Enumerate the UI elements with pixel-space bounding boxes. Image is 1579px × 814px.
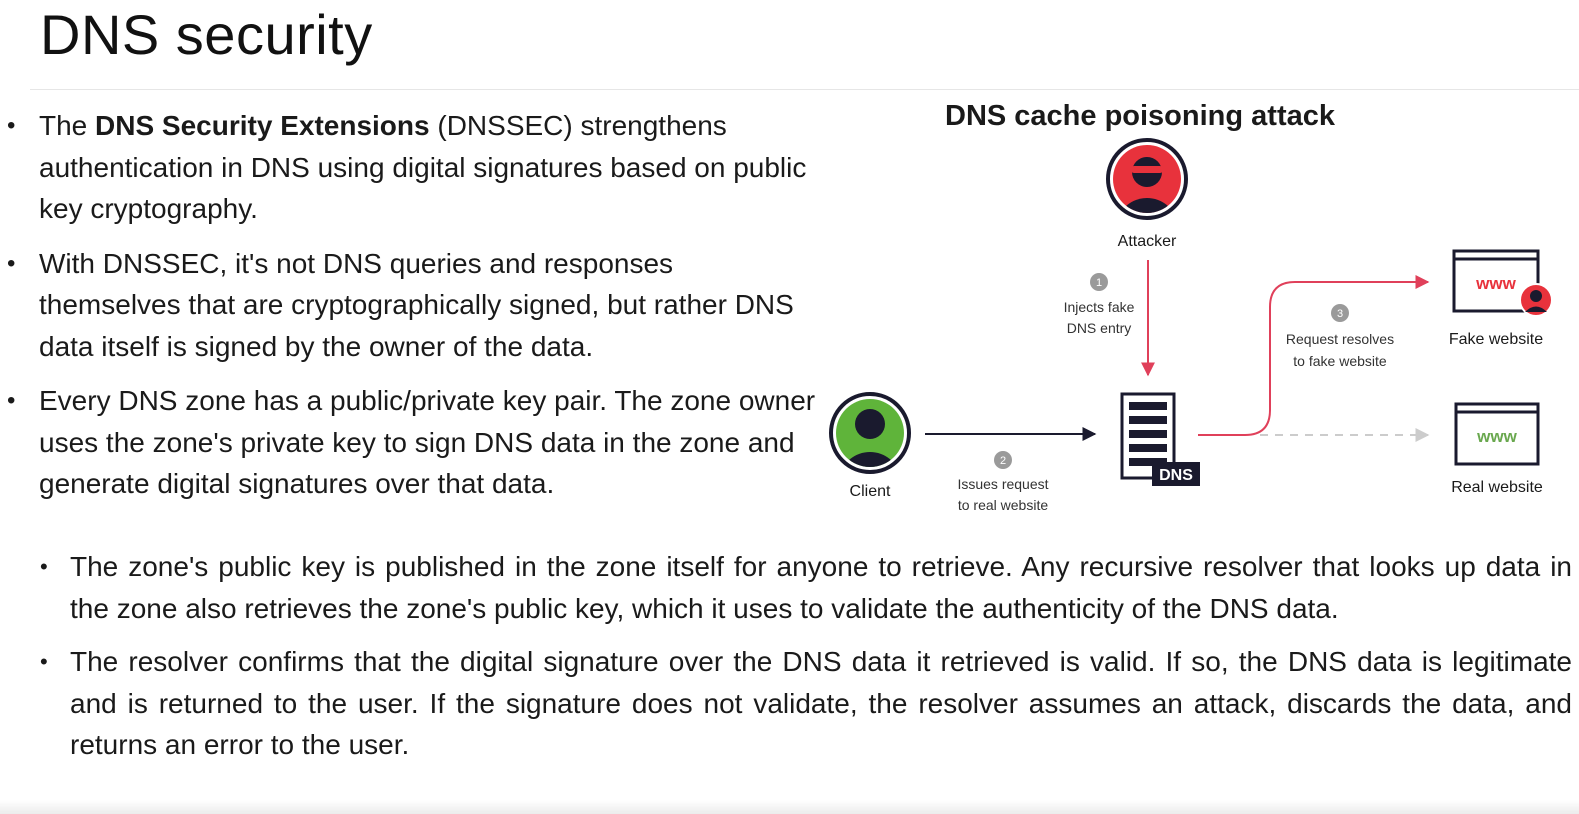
server-stack-icon	[1120, 392, 1200, 486]
dns-server-label: DNS	[1159, 467, 1193, 484]
dns-cache-poisoning-diagram: DNS cache poisoning attack Attacker 1 In…	[829, 100, 1553, 513]
step-3-badge	[1331, 304, 1349, 322]
diagram-title: DNS cache poisoning attack	[945, 100, 1336, 132]
bullet-text-lead: The	[39, 110, 96, 141]
step-3-line2: to fake website	[1293, 353, 1387, 369]
bullet-bold-term: DNS Security Extensions	[95, 110, 430, 141]
title-divider	[30, 89, 1579, 90]
bullet-item: The DNS Security Extensions (DNSSEC) str…	[0, 105, 820, 230]
step-2-line1: Issues request	[957, 476, 1048, 492]
fake-website-label: Fake website	[1449, 331, 1543, 348]
real-website-browser-icon	[1454, 402, 1540, 466]
slide-title: DNS security	[40, 3, 373, 66]
step-1-line2: DNS entry	[1067, 320, 1132, 336]
bottom-edge-shadow	[0, 800, 1579, 814]
step-3-number: 3	[1337, 308, 1343, 320]
step-1-line1: Injects fake	[1064, 299, 1135, 315]
step-2-number: 2	[1000, 455, 1006, 467]
client-label: Client	[850, 483, 891, 500]
bullet-item: With DNSSEC, it's not DNS queries and re…	[0, 243, 820, 368]
step-2-badge	[994, 451, 1012, 469]
sub-bullet-list: The zone's public key is published in th…	[40, 546, 1572, 778]
client-avatar-icon	[829, 392, 911, 474]
main-bullet-list: The DNS Security Extensions (DNSSEC) str…	[0, 105, 820, 518]
real-website-www: www	[1476, 427, 1517, 446]
fake-website-www: www	[1475, 274, 1516, 293]
redirect-arrow	[1198, 275, 1430, 436]
attacker-avatar-icon	[1106, 138, 1188, 220]
bullet-text-rest: (DNSSEC) strengthens authentication in D…	[39, 110, 807, 224]
step-1-number: 1	[1096, 277, 1102, 289]
bullet-item: Every DNS zone has a public/private key …	[0, 380, 820, 505]
sub-bullet-item: The resolver confirms that the digital s…	[40, 641, 1572, 766]
sub-bullet-item: The zone's public key is published in th…	[40, 546, 1572, 629]
step-2-line2: to real website	[958, 497, 1048, 513]
hacker-badge-icon	[1519, 283, 1553, 317]
attacker-label: Attacker	[1118, 233, 1177, 250]
real-website-label: Real website	[1451, 479, 1543, 496]
step-3-line1: Request resolves	[1286, 331, 1394, 347]
step-1-badge	[1090, 273, 1108, 291]
